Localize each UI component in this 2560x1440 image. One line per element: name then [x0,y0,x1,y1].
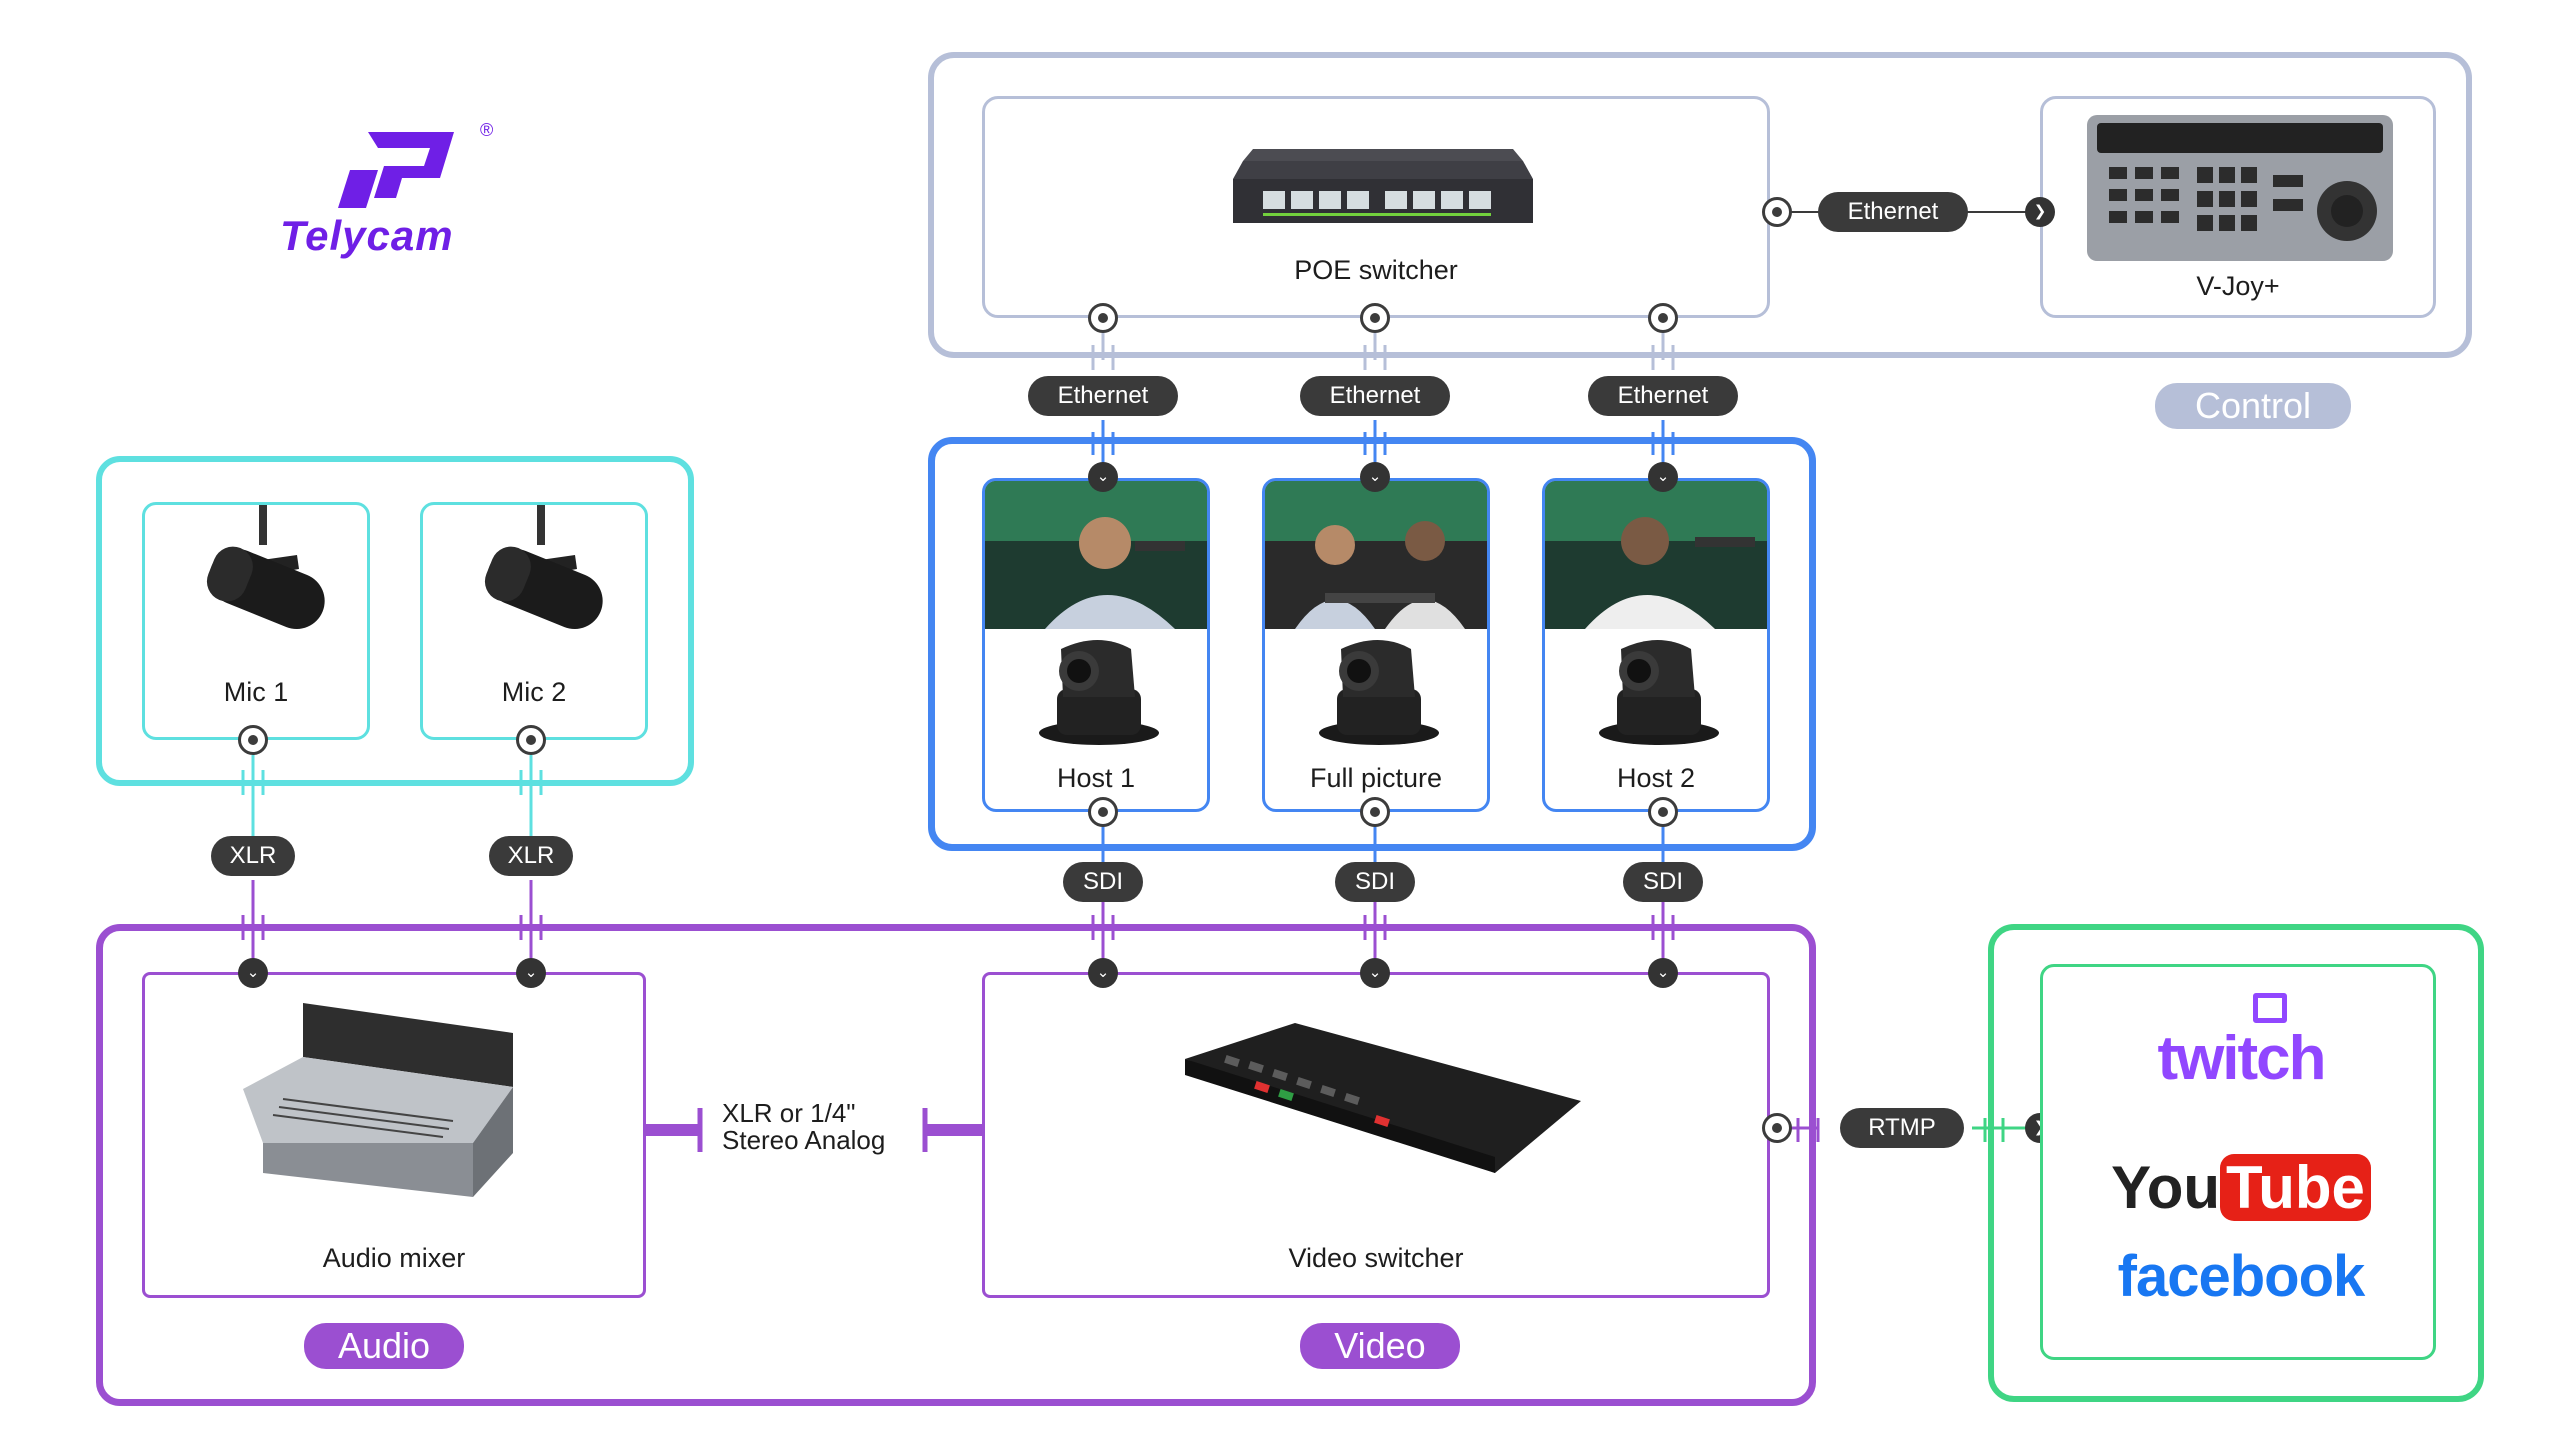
xlr-mic1-connector-label: XLR [211,836,295,876]
full-picture-camera-node[interactable]: Full picture [1262,478,1490,812]
host1-camera-node[interactable]: Host 1 [982,478,1210,812]
ptz-joystick-controller-icon [2087,115,2393,261]
mic1-label: Mic 1 [223,677,289,707]
mic2-out-port[interactable] [516,725,546,755]
analog-connection-label: XLR or 1/4" Stereo Analog [722,1100,922,1154]
sdi-host2-connector-label: SDI [1623,862,1703,902]
host1-preview-image [985,481,1207,629]
twitch-chat-icon [2253,993,2287,1023]
youtube-tube: Tube [2220,1154,2371,1221]
host2-out-port[interactable] [1648,797,1678,827]
camera-group [928,437,1816,851]
mic1-out-port[interactable] [238,725,268,755]
brand-logo: ® Telycam [276,120,506,270]
registered-mark: ® [480,120,494,140]
vjoy-node[interactable]: V-Joy+ [2040,96,2436,318]
video-switcher-in-port-1[interactable]: ⌄ [1088,958,1118,988]
facebook-wordmark: facebook [2117,1244,2366,1309]
ethernet-full-picture-connector-label: Ethernet [1300,376,1450,416]
production-group [96,924,1816,1406]
control-group-label: Control [2155,383,2351,429]
twitch-wordmark: twitch [2157,1024,2326,1093]
microphone-group [96,456,694,786]
poe-switcher-out-port[interactable] [1762,197,1792,227]
full-picture-preview-image [1265,481,1487,629]
sdi-host1-connector-label: SDI [1063,862,1143,902]
audio-mixer-in-port-1[interactable]: ⌄ [238,958,268,988]
audio-group-label: Audio [304,1323,464,1369]
vjoy-label: V-Joy+ [2196,271,2280,301]
rtmp-connector-label: RTMP [1840,1108,1964,1148]
poe-out-port-full-picture[interactable] [1360,303,1390,333]
poe-out-port-host1[interactable] [1088,303,1118,333]
host2-label: Host 2 [1616,763,1696,793]
brand-name: Telycam [280,212,454,259]
host2-preview-image [1545,481,1767,629]
mic2-node[interactable]: Mic 2 [420,502,648,740]
full-picture-out-port[interactable] [1360,797,1390,827]
audio-mixer-label: Audio mixer [322,1243,466,1273]
control-group [928,52,2472,358]
host2-camera-node[interactable]: Host 2 [1542,478,1770,812]
poe-out-port-host2[interactable] [1648,303,1678,333]
host2-in-port[interactable]: ⌄ [1648,462,1678,492]
video-switcher-icon [1185,1023,1581,1173]
audio-mixer-icon [243,1003,533,1197]
ptz-camera-icon [1311,637,1447,747]
host1-in-port[interactable]: ⌄ [1088,462,1118,492]
ethernet-host1-connector-label: Ethernet [1028,376,1178,416]
audio-mixer-node[interactable]: Audio mixer [142,972,646,1298]
video-switcher-in-port-3[interactable]: ⌄ [1648,958,1678,988]
video-switcher-in-port-2[interactable]: ⌄ [1360,958,1390,988]
telycam-logo-icon [338,132,454,208]
mic2-label: Mic 2 [501,677,567,707]
analog-connection-label-line2: Stereo Analog [722,1125,886,1155]
ethernet-host2-connector-label: Ethernet [1588,376,1738,416]
video-switcher-out-port[interactable] [1762,1113,1792,1143]
xlr-mic2-connector-label: XLR [489,836,573,876]
poe-switcher-node[interactable]: POE switcher [982,96,1770,318]
vjoy-in-port[interactable]: ❯ [2025,197,2055,227]
ptz-camera-icon [1591,637,1727,747]
youtube-you: You [2111,1154,2220,1221]
video-group-label: Video [1300,1323,1460,1369]
facebook-logo[interactable]: facebook [2043,1243,2439,1310]
host1-label: Host 1 [1056,763,1136,793]
microphone-icon [187,505,337,655]
full-picture-label: Full picture [1309,763,1443,793]
analog-connection-label-line1: XLR or 1/4" [722,1098,856,1128]
network-switch-icon [1233,139,1533,223]
streaming-group [1988,924,2484,1402]
poe-switcher-label: POE switcher [1294,255,1458,285]
video-switcher-label: Video switcher [1288,1243,1464,1273]
ptz-camera-icon [1031,637,1167,747]
twitch-logo[interactable]: twitch [2043,993,2439,1094]
audio-mixer-in-port-2[interactable]: ⌄ [516,958,546,988]
full-picture-in-port[interactable]: ⌄ [1360,462,1390,492]
microphone-icon [465,505,615,655]
mic1-node[interactable]: Mic 1 [142,502,370,740]
sdi-full-picture-connector-label: SDI [1335,862,1415,902]
video-switcher-node[interactable]: Video switcher [982,972,1770,1298]
ethernet-vjoy-connector-label: Ethernet [1818,192,1968,232]
host1-out-port[interactable] [1088,797,1118,827]
